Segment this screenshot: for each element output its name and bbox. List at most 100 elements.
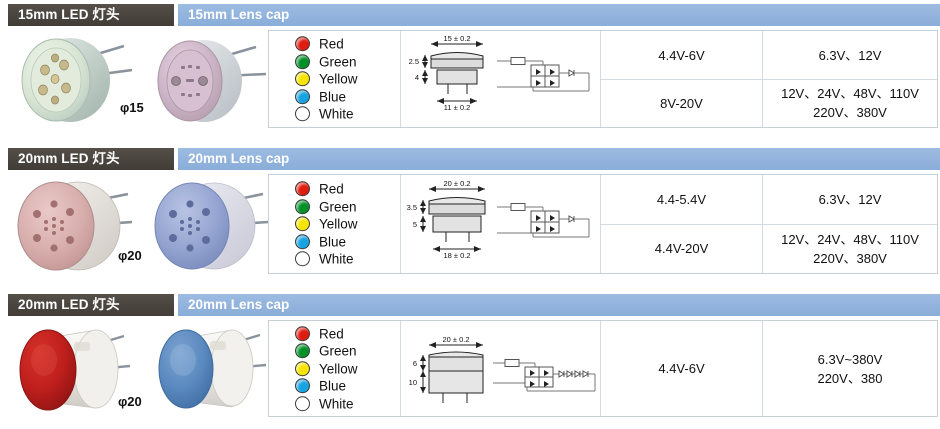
color-swatch-yellow-icon: [295, 361, 310, 376]
legend-label: White: [319, 106, 354, 122]
spec-table-15mm: Red Green Yellow Blue: [268, 30, 938, 128]
voltage-cell-high-15mm: 8V-20V: [601, 79, 762, 127]
section-20mm-b: 20mm LED 灯头 20mm Lens cap: [0, 290, 940, 429]
product-photo-led-15mm-pink: [157, 40, 267, 122]
color-swatch-green-icon: [295, 54, 310, 69]
rated-cell-high-20mm-a: 12V、24V、48V、110V 220V、380V: [763, 224, 937, 273]
legend-label: Red: [319, 325, 344, 341]
product-images-20mm-a: φ20: [8, 172, 269, 284]
product-photo-lamp-blue: [158, 329, 267, 409]
legend-item-red: Red: [295, 35, 358, 53]
color-legend-20mm-b: Red Green Yellow Blue: [295, 325, 358, 413]
legend-item-green: Green: [295, 198, 358, 216]
color-swatch-red-icon: [295, 326, 310, 341]
diameter-label-20mm-b: φ20: [118, 394, 142, 409]
product-photo-led-20mm-red: [17, 181, 133, 271]
dim-body-height-20mm-b: 10: [409, 378, 417, 387]
dimension-column-20mm-a: 20 ± 0.2 18 ± 0.2 3.5 5: [401, 175, 601, 273]
legend-item-yellow: Yellow: [295, 70, 358, 88]
legend-item-white: White: [295, 395, 358, 413]
legend-label: White: [319, 395, 354, 411]
rated-high-line2-15mm: 220V、380V: [813, 105, 887, 120]
product-photo-led-15mm-green: [21, 38, 133, 122]
legend-item-red: Red: [295, 325, 358, 343]
color-swatch-blue-icon: [295, 378, 310, 394]
rated-low-value-15mm: 6.3V、12V: [818, 47, 882, 63]
rated-high-line2-20mm-a: 220V、380V: [813, 250, 887, 266]
legend-item-red: Red: [295, 180, 358, 198]
legend-label: White: [319, 251, 354, 267]
dim-cap-height-15mm: 2.5: [409, 57, 419, 66]
section-15mm: 15mm LED 灯头 15mm Lens cap: [0, 0, 940, 140]
rated-high-value-20mm-a: 12V、24V、48V、110V 220V、380V: [781, 230, 919, 268]
rated-high-line1-20mm-a: 12V、24V、48V、110V: [781, 231, 919, 247]
color-swatch-green-icon: [295, 199, 310, 214]
rated-high-value-15mm: 12V、24V、48V、110V 220V、380V: [781, 84, 919, 122]
spec-table-20mm-b: Red Green Yellow Blue: [268, 320, 938, 417]
color-swatch-yellow-icon: [295, 216, 310, 232]
voltage-high-value-20mm-a: 4.4V-20V: [654, 241, 709, 256]
legend-item-white: White: [295, 105, 358, 123]
dimension-column-20mm-b: 20 ± 0.2 6 10: [401, 321, 601, 416]
legend-label: Blue: [319, 378, 347, 394]
dim-body-height-15mm: 4: [415, 73, 419, 82]
rated-line2-20mm-b: 220V、380: [817, 370, 883, 386]
diameter-label-15mm: φ15: [120, 100, 144, 115]
color-swatch-red-icon: [295, 36, 310, 52]
color-swatch-white-icon: [295, 106, 310, 122]
color-legend-20mm-a: Red Green Yellow Blue: [295, 180, 358, 268]
legend-item-blue: Blue: [295, 88, 358, 106]
rated-cell-high-15mm: 12V、24V、48V、110V 220V、380V: [763, 79, 937, 127]
color-swatch-red-icon: [295, 181, 310, 197]
color-swatch-blue-icon: [295, 89, 310, 104]
dimension-drawing-20mm-b: 20 ± 0.2 6 10: [401, 321, 601, 416]
legend-label: Yellow: [319, 360, 358, 376]
working-voltage-column-20mm-a: 4.4-5.4V 4.4V-20V: [601, 175, 763, 273]
section-20mm-a: 20mm LED 灯头 20mm Lens cap: [0, 144, 940, 286]
product-photo-led-20mm-blue: [154, 182, 269, 270]
color-column-20mm-b: Red Green Yellow Blue: [269, 321, 401, 416]
working-voltage-column-15mm: 4.4V-6V 8V-20V: [601, 31, 763, 127]
rated-cell-low-15mm: 6.3V、12V: [763, 31, 937, 80]
working-voltage-column-20mm-b: 4.4V-6V: [601, 321, 763, 416]
color-column-20mm-a: Red Green Yellow Blue: [269, 175, 401, 273]
section-title-blue-20mm-b: 20mm Lens cap: [178, 294, 940, 316]
rated-high-line1-15mm: 12V、24V、48V、110V: [781, 86, 919, 101]
legend-label: Green: [319, 53, 357, 69]
legend-item-green: Green: [295, 53, 358, 71]
dim-cap-height-20mm-a: 3.5: [407, 203, 417, 212]
rated-voltage-column-20mm-a: 6.3V、12V 12V、24V、48V、110V 220V、380V: [763, 175, 937, 273]
legend-label: Green: [319, 343, 357, 359]
rated-cell-low-20mm-a: 6.3V、12V: [763, 175, 937, 225]
rated-voltage-column-20mm-b: 6.3V~380V 220V、380: [763, 321, 937, 416]
legend-item-yellow: Yellow: [295, 215, 358, 233]
color-swatch-white-icon: [295, 251, 310, 267]
rated-voltage-column-15mm: 6.3V、12V 12V、24V、48V、110V 220V、380V: [763, 31, 937, 127]
voltage-high-value-15mm: 8V-20V: [660, 95, 703, 111]
legend-label: Red: [319, 36, 344, 52]
voltage-cell-low-20mm-a: 4.4-5.4V: [601, 175, 762, 225]
color-column-15mm: Red Green Yellow Blue: [269, 31, 401, 127]
legend-item-blue: Blue: [295, 233, 358, 251]
color-swatch-blue-icon: [295, 234, 310, 249]
dim-bottom-width-20mm-a: 18 ± 0.2: [443, 251, 470, 260]
dimension-column-15mm: 15 ± 0.2 11 ± 0.2 2.5 4: [401, 31, 601, 127]
dim-top-width-20mm-b: 20 ± 0.2: [442, 335, 469, 344]
legend-item-white: White: [295, 250, 358, 268]
diameter-label-20mm-a: φ20: [118, 248, 142, 263]
voltage-cell-low-15mm: 4.4V-6V: [601, 31, 762, 80]
dim-top-width-15mm: 15 ± 0.2: [443, 34, 470, 43]
dim-body-height-20mm-a: 5: [413, 220, 417, 229]
legend-label: Green: [319, 198, 357, 214]
color-legend-15mm: Red Green Yellow Blue: [295, 35, 358, 123]
section-title-blue-20mm-a: 20mm Lens cap: [178, 148, 940, 170]
legend-item-yellow: Yellow: [295, 360, 358, 378]
legend-label: Blue: [319, 233, 347, 249]
legend-item-blue: Blue: [295, 377, 358, 395]
product-images-15mm: φ15: [8, 28, 267, 138]
legend-label: Yellow: [319, 216, 358, 232]
dim-cap-height-20mm-b: 6: [413, 359, 417, 368]
section-title-blue-15mm: 15mm Lens cap: [178, 4, 940, 26]
section-title-dark-15mm: 15mm LED 灯头: [8, 4, 174, 26]
